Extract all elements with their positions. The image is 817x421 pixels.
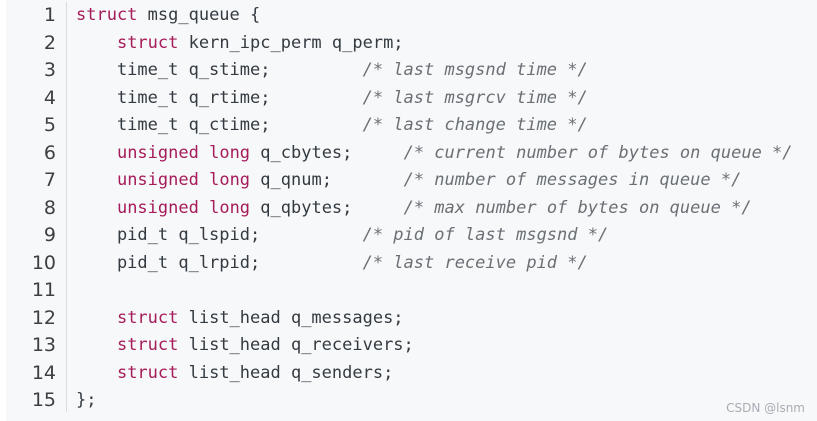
code-text: unsigned long q_qnum; /* number of messa… xyxy=(76,167,741,195)
code-token xyxy=(76,363,117,383)
keyword-token: unsigned xyxy=(116,170,199,190)
code-token xyxy=(199,143,209,163)
code-text: struct list_head q_messages; xyxy=(76,305,404,333)
line-number: 1 xyxy=(43,4,56,26)
code-token: list_head q_messages; xyxy=(178,307,404,328)
code-token: pid_t q_lrpid; xyxy=(76,252,363,273)
keyword-token: long xyxy=(209,170,251,190)
code-line: 10 pid_t q_lrpid; /* last receive pid */ xyxy=(6,250,817,278)
code-text: unsigned long q_qbytes; /* max number of… xyxy=(76,195,752,223)
line-number-gutter xyxy=(6,2,67,412)
code-text: struct list_head q_senders; xyxy=(76,360,393,388)
line-number: 12 xyxy=(31,306,56,329)
keyword-token: long xyxy=(209,197,251,218)
code-text: unsigned long q_cbytes; /* current numbe… xyxy=(76,140,793,168)
code-line: 1 struct msg_queue { xyxy=(6,2,817,30)
line-number: 4 xyxy=(43,86,56,109)
keyword-token: unsigned xyxy=(116,197,199,218)
line-number: 2 xyxy=(43,31,56,54)
line-number: 14 xyxy=(31,361,56,384)
code-token xyxy=(76,198,117,218)
comment-token: /* last receive pid */ xyxy=(362,252,588,273)
code-line: 11 xyxy=(6,277,817,305)
line-number: 9 xyxy=(43,224,56,246)
code-line: 4 time_t q_rtime; /* last msgrcv time */ xyxy=(6,85,817,113)
line-number: 11 xyxy=(31,279,56,301)
line-number: 6 xyxy=(43,141,56,164)
code-line: 2 struct kern_ipc_perm q_perm; xyxy=(6,30,817,58)
line-number: 7 xyxy=(43,169,56,191)
line-number: 5 xyxy=(43,114,56,136)
watermark: CSDN @lsnm xyxy=(726,401,805,415)
code-token xyxy=(76,33,117,53)
code-text: }; xyxy=(76,387,96,415)
code-text: struct kern_ipc_perm q_perm; xyxy=(76,30,404,58)
line-number: 3 xyxy=(43,59,56,81)
code-line: 13 struct list_head q_receivers; xyxy=(6,332,817,360)
code-text: struct list_head q_receivers; xyxy=(76,332,414,360)
code-token: time_t q_ctime; xyxy=(76,115,363,135)
comment-token: /* last msgrcv time */ xyxy=(362,87,588,108)
comment-token: /* number of messages in queue */ xyxy=(403,170,742,190)
line-number: 8 xyxy=(43,196,56,219)
line-number: 10 xyxy=(31,251,56,274)
code-token xyxy=(76,335,117,355)
code-text: time_t q_rtime; /* last msgrcv time */ xyxy=(76,85,588,113)
code-token: }; xyxy=(76,390,97,410)
code-token: pid_t q_lspid; xyxy=(76,225,363,245)
code-line: 7 unsigned long q_qnum; /* number of mes… xyxy=(6,167,817,195)
code-token: q_qbytes; xyxy=(250,197,404,218)
code-line: 6 unsigned long q_cbytes; /* current num… xyxy=(6,140,817,168)
code-token xyxy=(199,198,209,218)
code-token: msg_queue { xyxy=(137,5,261,25)
code-text: struct msg_queue { xyxy=(76,2,260,30)
code-token: list_head q_receivers; xyxy=(178,335,414,355)
code-token: list_head q_senders; xyxy=(178,362,394,383)
keyword-token: struct xyxy=(116,32,179,53)
comment-token: /* pid of last msgsnd */ xyxy=(362,225,609,245)
code-token xyxy=(199,170,209,190)
code-text: pid_t q_lspid; /* pid of last msgsnd */ xyxy=(76,222,608,250)
keyword-token: long xyxy=(209,142,251,163)
code-text: pid_t q_lrpid; /* last receive pid */ xyxy=(76,250,588,278)
code-line: 15}; xyxy=(6,387,817,415)
keyword-token: unsigned xyxy=(116,142,199,163)
code-token: q_qnum; xyxy=(250,170,404,190)
keyword-token: struct xyxy=(116,307,179,328)
code-token xyxy=(76,308,117,328)
comment-token: /* last msgsnd time */ xyxy=(362,60,588,80)
code-token xyxy=(76,143,117,163)
keyword-token: struct xyxy=(116,362,179,383)
comment-token: /* last change time */ xyxy=(362,115,588,135)
keyword-token: struct xyxy=(116,335,179,355)
code-line: 8 unsigned long q_qbytes; /* max number … xyxy=(6,195,817,223)
keyword-token: struct xyxy=(76,5,138,25)
code-line: 12 struct list_head q_messages; xyxy=(6,305,817,333)
code-text: time_t q_ctime; /* last change time */ xyxy=(76,112,588,140)
code-line: 3 time_t q_stime; /* last msgsnd time */ xyxy=(6,57,817,85)
comment-token: /* max number of bytes on queue */ xyxy=(403,197,752,218)
code-token xyxy=(76,170,117,190)
code-line: 5 time_t q_ctime; /* last change time */ xyxy=(6,112,817,140)
line-number: 15 xyxy=(31,389,56,411)
code-token: kern_ipc_perm q_perm; xyxy=(178,32,404,53)
code-text: time_t q_stime; /* last msgsnd time */ xyxy=(76,57,588,85)
code-token: time_t q_rtime; xyxy=(76,87,363,108)
code-line: 9 pid_t q_lspid; /* pid of last msgsnd *… xyxy=(6,222,817,250)
code-line: 14 struct list_head q_senders; xyxy=(6,360,817,388)
comment-token: /* current number of bytes on queue */ xyxy=(403,142,793,163)
line-number: 13 xyxy=(31,334,56,356)
code-token: time_t q_stime; xyxy=(76,60,363,80)
code-token: q_cbytes; xyxy=(250,142,404,163)
